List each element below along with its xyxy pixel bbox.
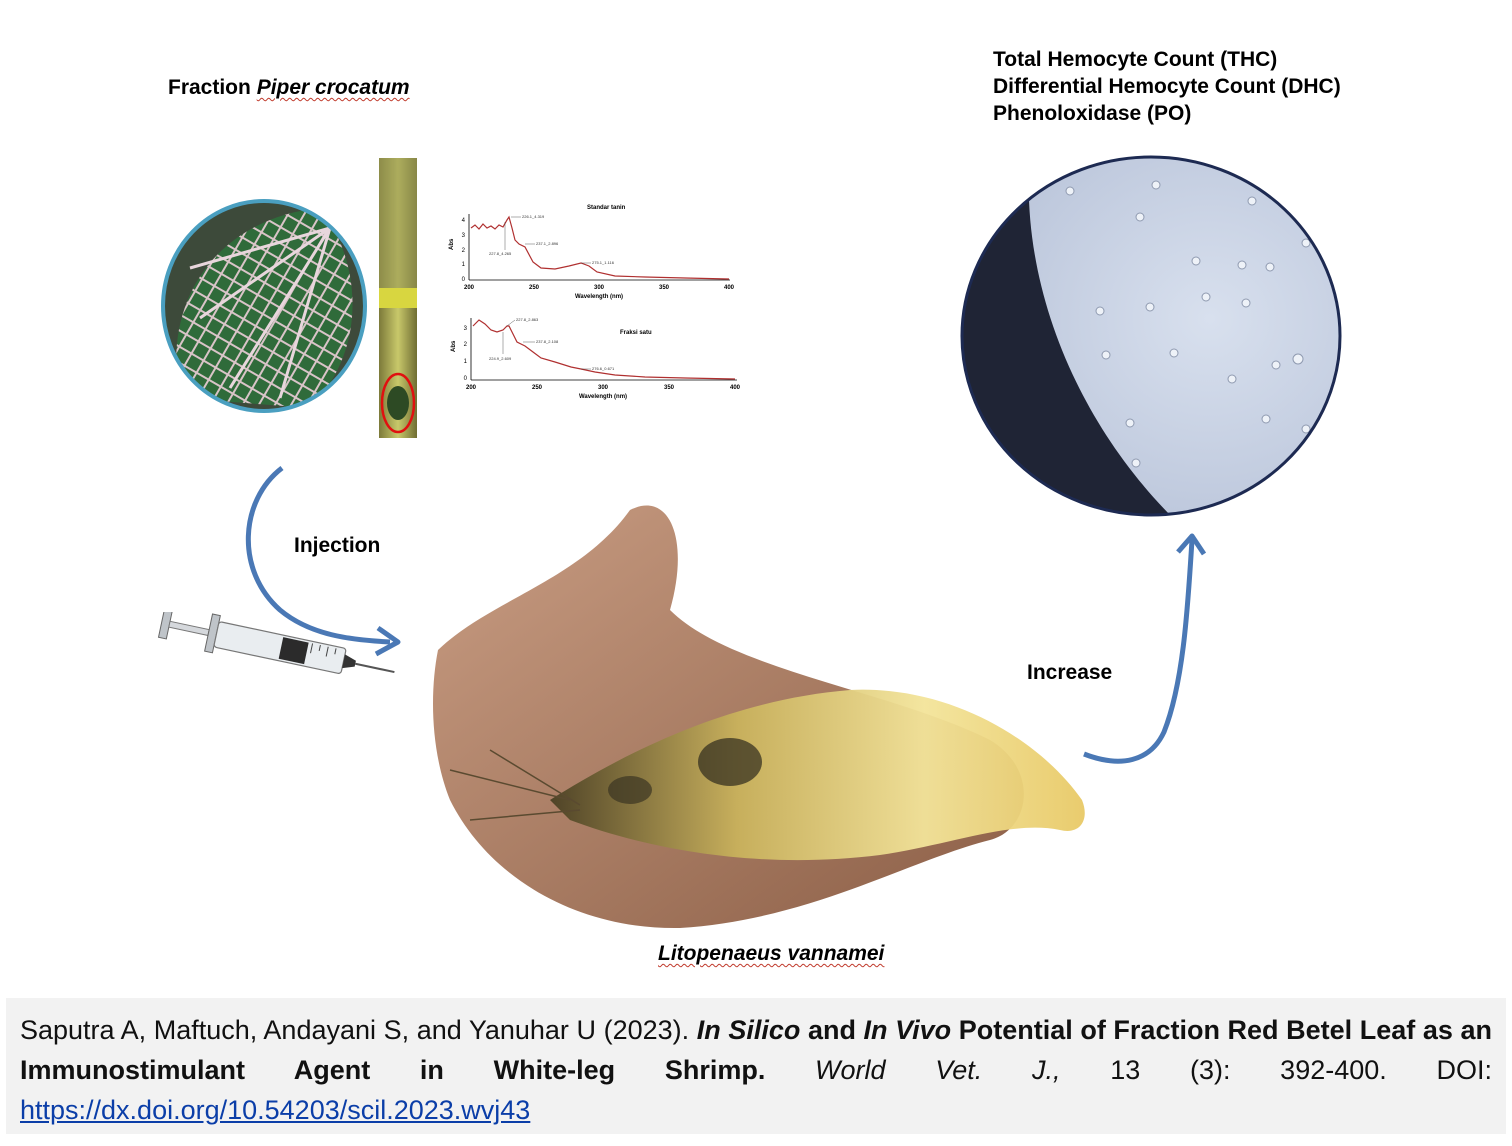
fraction-title-prefix: Fraction (168, 76, 257, 99)
spectrum-bottom-title: Fraksi satu (620, 330, 652, 336)
injection-arrow (245, 466, 401, 657)
spectrum-bottom-annotation: 276.6_0.671 (592, 366, 615, 371)
spectrum-standard-tannin: Standar tanin Abs 4 3 2 1 0 200 250 300 … (449, 205, 735, 300)
spectrum-top-annotation: 227.8_4.265 (489, 251, 512, 256)
spectrum-top-ytick: 0 (462, 277, 466, 283)
spectrum-bottom-annotation: 227.8_2.863 (516, 317, 539, 322)
increase-label: Increase (1027, 661, 1113, 684)
hemocyte-micrograph-image (960, 155, 1342, 517)
increase-arrow (1083, 533, 1207, 764)
citation-box: Saputra A, Maftuch, Andayani S, and Yanu… (6, 998, 1506, 1134)
test-tube-image (379, 158, 417, 438)
spectrum-top-xtick: 350 (659, 285, 670, 291)
spectrum-bottom-ytick: 3 (464, 326, 468, 332)
injection-label: Injection (294, 534, 381, 557)
spectrum-top-ytick: 2 (462, 248, 466, 254)
syringe-icon (157, 612, 395, 675)
spectrum-bottom-ytick: 1 (464, 359, 468, 365)
spectrum-top-xtick: 300 (594, 285, 605, 291)
citation-title-rest: Potential of Fraction Red Betel Leaf as … (20, 1015, 1492, 1085)
measure-po: Phenoloxidase (PO) (993, 102, 1192, 125)
measure-thc: Total Hemocyte Count (THC) (993, 48, 1278, 71)
spectrum-top-annotation: 275.1_1.116 (592, 260, 615, 265)
spectrum-bottom-ylabel: Abs (451, 340, 457, 352)
spectrum-bottom-xtick: 300 (598, 385, 609, 391)
species-label: Litopenaeus vannamei (658, 942, 885, 965)
spectrum-bottom-annotation: 224.9_2.609 (489, 356, 512, 361)
measure-dhc: Differential Hemocyte Count (DHC) (993, 75, 1341, 98)
spectrum-top-xtick: 250 (529, 285, 540, 291)
spectrum-top-title: Standar tanin (587, 205, 626, 211)
spectrum-bottom-xtick: 200 (466, 385, 477, 391)
shrimp-on-hand-image (433, 505, 1085, 929)
citation-title-in-silico: In Silico (696, 1015, 801, 1045)
spectrum-fraction-one: Fraksi satu Abs 3 2 1 0 200 250 300 350 … (451, 317, 741, 400)
spectrum-top-ytick: 3 (462, 233, 466, 239)
citation-title-in-vivo: In Vivo (863, 1015, 952, 1045)
fraction-title-species: Piper crocatum (256, 76, 410, 99)
fraction-title: Fraction Piper crocatum (168, 76, 410, 100)
spectrum-top-ytick: 1 (462, 262, 466, 268)
spectrum-top-ylabel: Abs (449, 238, 455, 250)
spectrum-top-ytick: 4 (462, 218, 466, 224)
spectrum-top-xtick: 200 (464, 285, 475, 291)
citation-doi-link[interactable]: https://dx.doi.org/10.54203/scil.2023.wv… (20, 1095, 531, 1125)
spectrum-bottom-xlabel: Wavelength (nm) (579, 394, 627, 400)
citation-authors: Saputra A, Maftuch, Andayani S, and Yanu… (20, 1015, 697, 1045)
spectrum-bottom-ytick: 2 (464, 342, 468, 348)
citation-journal: World Vet. J., (815, 1055, 1061, 1085)
spectrum-top-xlabel: Wavelength (nm) (575, 294, 623, 300)
spectrum-bottom-xtick: 350 (664, 385, 675, 391)
spectrum-top-annotation: 237.1_2.896 (536, 241, 559, 246)
spectrum-top-xtick: 400 (724, 285, 735, 291)
spectrum-bottom-ytick: 0 (464, 376, 468, 382)
spectrum-bottom-xtick: 400 (730, 385, 741, 391)
citation-volume: 13 (3): 392-400. DOI: (1060, 1055, 1492, 1085)
citation-title-and: and (800, 1015, 864, 1045)
spectrum-bottom-annotation: 237.8_2.108 (536, 339, 559, 344)
spectrum-top-annotation: 226.1_4.319 (522, 214, 545, 219)
betel-leaf-image (161, 199, 367, 413)
measurement-list: Total Hemocyte Count (THC) Differential … (993, 46, 1341, 127)
spectrum-bottom-xtick: 250 (532, 385, 543, 391)
